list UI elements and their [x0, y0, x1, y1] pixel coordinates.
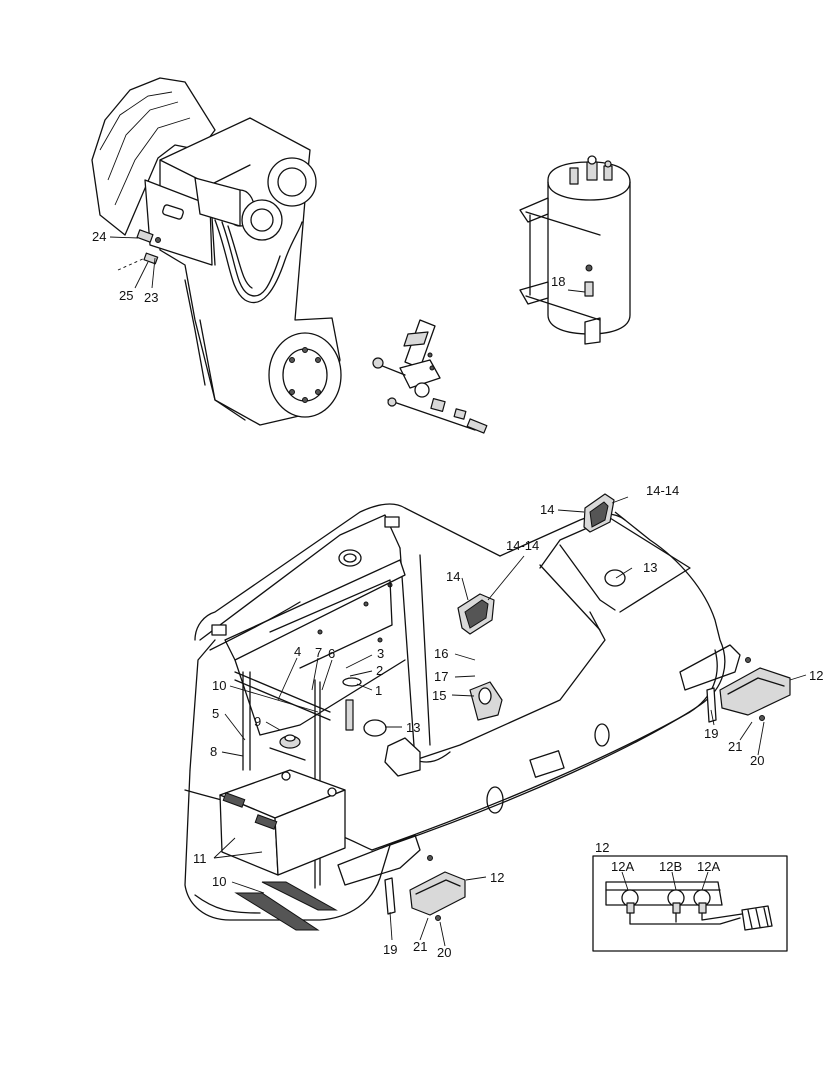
- label-20-right: 20: [750, 753, 764, 768]
- label-6: 6: [328, 646, 335, 661]
- label-3: 3: [377, 646, 384, 661]
- label-12-right: 12: [809, 668, 823, 683]
- label-11: 11: [193, 851, 207, 866]
- label-7: 7: [315, 645, 322, 660]
- label-23: 23: [144, 290, 158, 305]
- label-12B: 12B: [659, 859, 682, 874]
- label-12-bottom: 12: [490, 870, 504, 885]
- inset-title: 12: [595, 840, 609, 855]
- inset-tail-light-detail: [592, 855, 788, 952]
- label-17: 17: [434, 669, 448, 684]
- part-labels: 24 25 23 18 14 14-14 14-14 14 13 4 7 6 3…: [92, 229, 823, 960]
- label-8: 8: [210, 744, 217, 759]
- label-18: 18: [551, 274, 565, 289]
- label-2: 2: [376, 663, 383, 678]
- label-19-bottom: 19: [383, 942, 397, 957]
- label-1: 1: [375, 683, 382, 698]
- label-9: 9: [254, 714, 261, 729]
- label-13-top: 13: [643, 560, 657, 575]
- label-21-right: 21: [728, 739, 742, 754]
- work-lights: [457, 493, 615, 635]
- leader-lines: [109, 236, 807, 947]
- battery-assembly: [219, 734, 346, 931]
- label-5: 5: [212, 706, 219, 721]
- label-14-mid: 14: [446, 569, 460, 584]
- label-20-bottom: 20: [437, 945, 451, 960]
- transmission-assembly: [91, 77, 342, 426]
- label-14-14-mid: 14-14: [506, 538, 539, 553]
- label-15: 15: [432, 688, 446, 703]
- label-12A-left: 12A: [611, 859, 634, 874]
- label-13-mid: 13: [406, 720, 420, 735]
- label-10-bottom: 10: [212, 874, 226, 889]
- label-24: 24: [92, 229, 106, 244]
- air-tank-assembly: [519, 155, 631, 345]
- label-19-right: 19: [704, 726, 718, 741]
- label-14-top: 14: [540, 502, 554, 517]
- tail-lights: [384, 657, 791, 921]
- label-10-top: 10: [212, 678, 226, 693]
- label-12A-right: 12A: [697, 859, 720, 874]
- label-25: 25: [119, 288, 133, 303]
- label-21-bottom: 21: [413, 939, 427, 954]
- pedal-assembly: [372, 319, 488, 434]
- label-16: 16: [434, 646, 448, 661]
- label-14-14-top: 14-14: [646, 483, 679, 498]
- label-4: 4: [294, 644, 301, 659]
